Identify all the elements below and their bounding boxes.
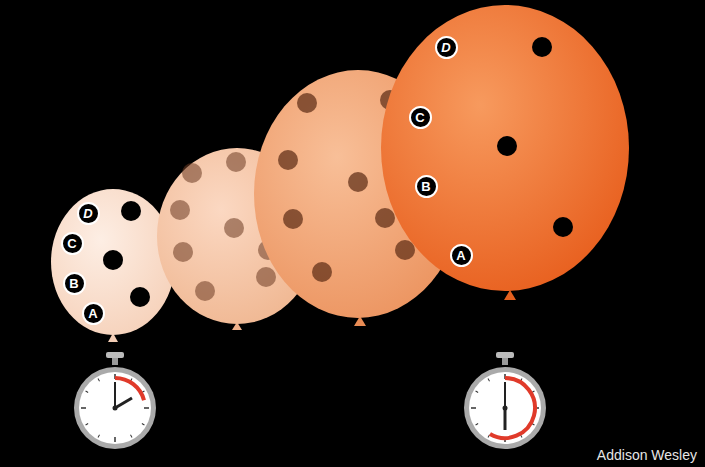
galaxy-marker: C — [61, 232, 84, 255]
balloon-small — [51, 189, 175, 342]
balloon-body — [381, 5, 629, 291]
galaxy-letter: A — [88, 307, 97, 320]
galaxy-marker: A — [450, 244, 473, 267]
stopwatch — [464, 352, 546, 449]
galaxy-letter: C — [415, 111, 424, 124]
galaxy-letter: B — [69, 277, 78, 290]
clock-hand — [114, 382, 116, 408]
stopwatch-case — [464, 367, 546, 449]
clock-hand — [115, 398, 132, 408]
stopwatch-face — [79, 372, 151, 444]
galaxy-dot — [553, 217, 573, 237]
stopwatch-case — [74, 367, 156, 449]
galaxy-letter: D — [441, 41, 450, 54]
galaxy-dot — [103, 250, 123, 270]
galaxy-marker: D — [435, 36, 458, 59]
galaxy-dot — [532, 37, 552, 57]
clock-hand — [504, 382, 506, 408]
galaxy-letter: D — [83, 207, 92, 220]
galaxy-letter: C — [67, 237, 76, 250]
balloon-body — [51, 189, 175, 335]
elapsed-arc — [115, 378, 144, 400]
galaxy-dot — [121, 201, 141, 221]
stopwatch-ticks — [81, 374, 149, 442]
stopwatch — [74, 352, 156, 449]
stopwatch-ticks — [471, 374, 539, 442]
galaxy-marker: D — [77, 202, 100, 225]
galaxy-marker: B — [415, 175, 438, 198]
galaxy-marker: A — [82, 302, 105, 325]
balloon-largest — [381, 5, 629, 300]
galaxy-marker: B — [63, 272, 86, 295]
publisher-watermark: Addison Wesley — [597, 447, 697, 463]
elapsed-arc — [490, 378, 535, 438]
stopwatch-face — [469, 372, 541, 444]
clock-hand — [504, 408, 507, 430]
galaxy-dot — [497, 136, 517, 156]
galaxy-marker: C — [409, 106, 432, 129]
stopwatch-crown — [496, 352, 514, 358]
galaxy-letter: A — [456, 249, 465, 262]
clock-pivot — [503, 406, 508, 411]
galaxy-dot — [130, 287, 150, 307]
clock-pivot — [113, 406, 118, 411]
stopwatch-crown — [106, 352, 124, 358]
balloon-knot — [504, 290, 516, 300]
galaxy-letter: B — [421, 180, 430, 193]
